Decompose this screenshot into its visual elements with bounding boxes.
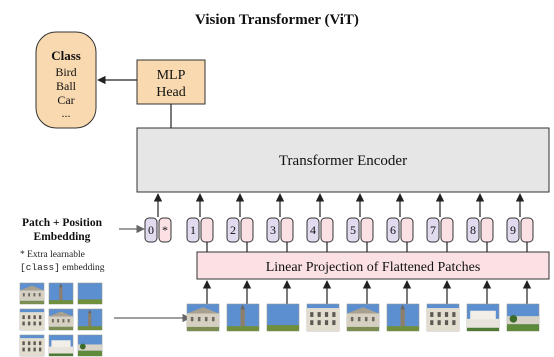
position-number: 8 — [470, 223, 476, 237]
class-token-marker: * — [162, 223, 168, 237]
image-grid-patch — [77, 282, 103, 305]
flattened-patch — [426, 303, 460, 332]
position-embedding — [226, 217, 240, 243]
class-item-car: Car — [57, 93, 74, 107]
flattened-patch — [386, 303, 420, 332]
token-arrows — [153, 193, 525, 217]
image-grid-patch — [19, 282, 45, 305]
token-8: 8 — [466, 217, 494, 243]
class-output-box — [35, 31, 97, 129]
position-embedding — [466, 217, 480, 243]
class-item-ball: Ball — [56, 79, 77, 93]
patch-embedding — [320, 217, 334, 243]
position-number: 9 — [510, 223, 516, 237]
note-line1: * Extra learnable — [20, 250, 85, 260]
position-embedding — [426, 217, 440, 243]
input-image-grid — [19, 282, 103, 357]
flattened-patch — [506, 303, 540, 332]
token-1: 1 — [186, 217, 214, 243]
position-embedding — [386, 217, 400, 243]
position-embedding — [506, 217, 520, 243]
patch-embedding — [480, 217, 494, 243]
embedding-label-line2: Embedding — [34, 231, 91, 243]
class-item-bird: Bird — [55, 65, 76, 79]
image-grid-patch — [19, 308, 45, 331]
image-grid-patch — [19, 334, 45, 357]
mlp-head-label-line1: MLP — [157, 68, 186, 83]
token-2: 2 — [226, 217, 254, 243]
note-embedding-text: embedding — [60, 263, 105, 273]
flattened-patch — [306, 303, 340, 332]
transformer-encoder-label: Transformer Encoder — [279, 153, 407, 169]
position-number: 5 — [350, 223, 356, 237]
token-9: 9 — [506, 217, 534, 243]
patch-embedding — [200, 217, 214, 243]
class-heading: Class — [51, 48, 81, 63]
patch-embedding — [280, 217, 294, 243]
note-line2: [class] embedding — [20, 262, 105, 273]
image-grid-patch — [77, 334, 103, 357]
position-embedding — [346, 217, 360, 243]
mlp-head-box — [136, 59, 206, 105]
position-number: 6 — [390, 223, 396, 237]
position-number: 2 — [230, 223, 236, 237]
position-embedding — [186, 217, 200, 243]
class-item-ellipsis: ... — [62, 106, 71, 120]
flattened-patch — [226, 303, 260, 332]
note-class-code: [class] — [20, 262, 60, 273]
patch-embedding — [240, 217, 254, 243]
patch-embedding — [520, 217, 534, 243]
token-3: 3 — [266, 217, 294, 243]
diagram-title: Vision Transformer (ViT) — [195, 12, 359, 28]
flattened-patch — [266, 303, 300, 332]
token-0: 0* — [144, 217, 172, 243]
position-number: 0 — [148, 223, 154, 237]
image-grid-patch — [48, 282, 74, 305]
position-number: 4 — [310, 223, 316, 237]
patch-embedding — [440, 217, 454, 243]
flattened-patches-row — [186, 303, 540, 332]
position-embedding — [306, 217, 320, 243]
position-number: 7 — [430, 223, 436, 237]
position-number: 3 — [270, 223, 276, 237]
token-4: 4 — [306, 217, 334, 243]
flattened-patch — [186, 303, 220, 332]
image-grid-patch — [77, 308, 103, 331]
patch-embedding — [400, 217, 414, 243]
embedding-label-line1: Patch + Position — [22, 217, 103, 229]
image-grid-patch — [48, 308, 74, 331]
token-6: 6 — [386, 217, 414, 243]
token-5: 5 — [346, 217, 374, 243]
mlp-head-label-line2: Head — [156, 85, 186, 100]
class-token-embedding — [158, 217, 172, 243]
patch-embedding — [360, 217, 374, 243]
position-number: 1 — [190, 223, 196, 237]
image-grid-patch — [48, 334, 74, 357]
transformer-encoder-box — [136, 127, 550, 193]
position-embedding — [266, 217, 280, 243]
flattened-patch — [346, 303, 380, 332]
linear-projection-box — [196, 251, 550, 280]
position-embedding — [144, 217, 158, 243]
linear-projection-label: Linear Projection of Flattened Patches — [266, 260, 481, 275]
patch-arrows — [202, 242, 532, 304]
token-7: 7 — [426, 217, 454, 243]
flattened-patch — [466, 303, 500, 332]
